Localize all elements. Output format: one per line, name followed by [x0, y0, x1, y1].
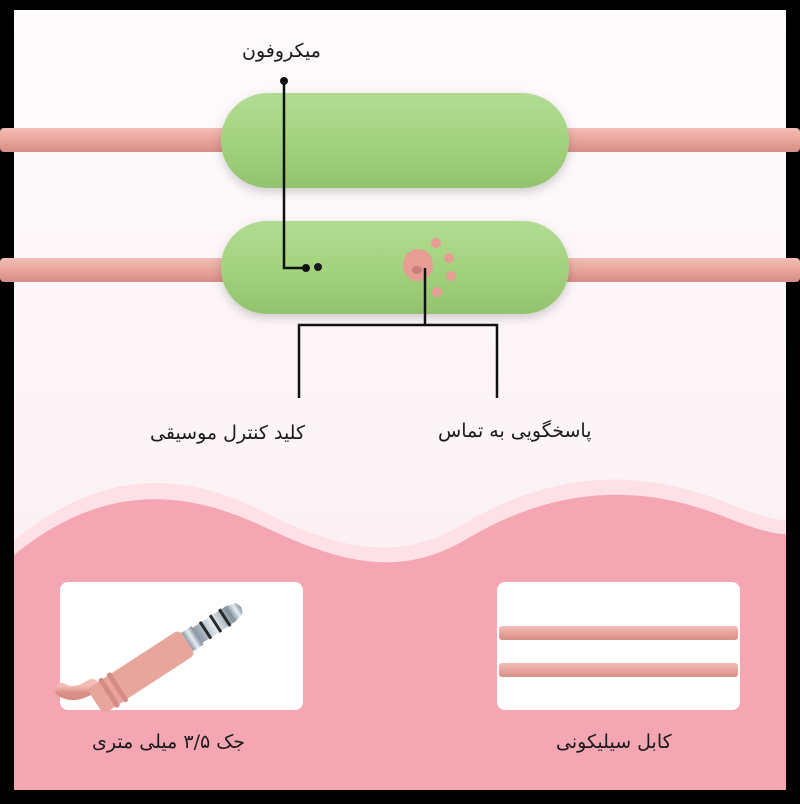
cable-caption: کابل سیلیکونی [556, 731, 672, 753]
remote-back [221, 93, 569, 188]
microphone-callout-line [282, 81, 306, 270]
callout-lines [282, 81, 499, 398]
music-control-label: کلید کنترل موسیقی [150, 422, 306, 444]
audio-jack-image [55, 603, 243, 713]
jack-card [55, 582, 303, 713]
music-control-callout-line [297, 268, 427, 398]
callout-dot [280, 77, 288, 85]
silicone-cable-image [499, 626, 738, 677]
jack-caption: جک ۳/۵ میلی متری [92, 731, 245, 753]
cable-card [497, 582, 740, 710]
callout-dot [302, 264, 310, 272]
microphone-hole [314, 263, 322, 271]
call-answer-callout-line [425, 323, 499, 398]
wave-background [14, 494, 786, 790]
remote-front [221, 221, 569, 314]
microphone-label: میکروفون [242, 40, 321, 62]
call-answer-label: پاسخگویی به تماس [438, 420, 592, 442]
